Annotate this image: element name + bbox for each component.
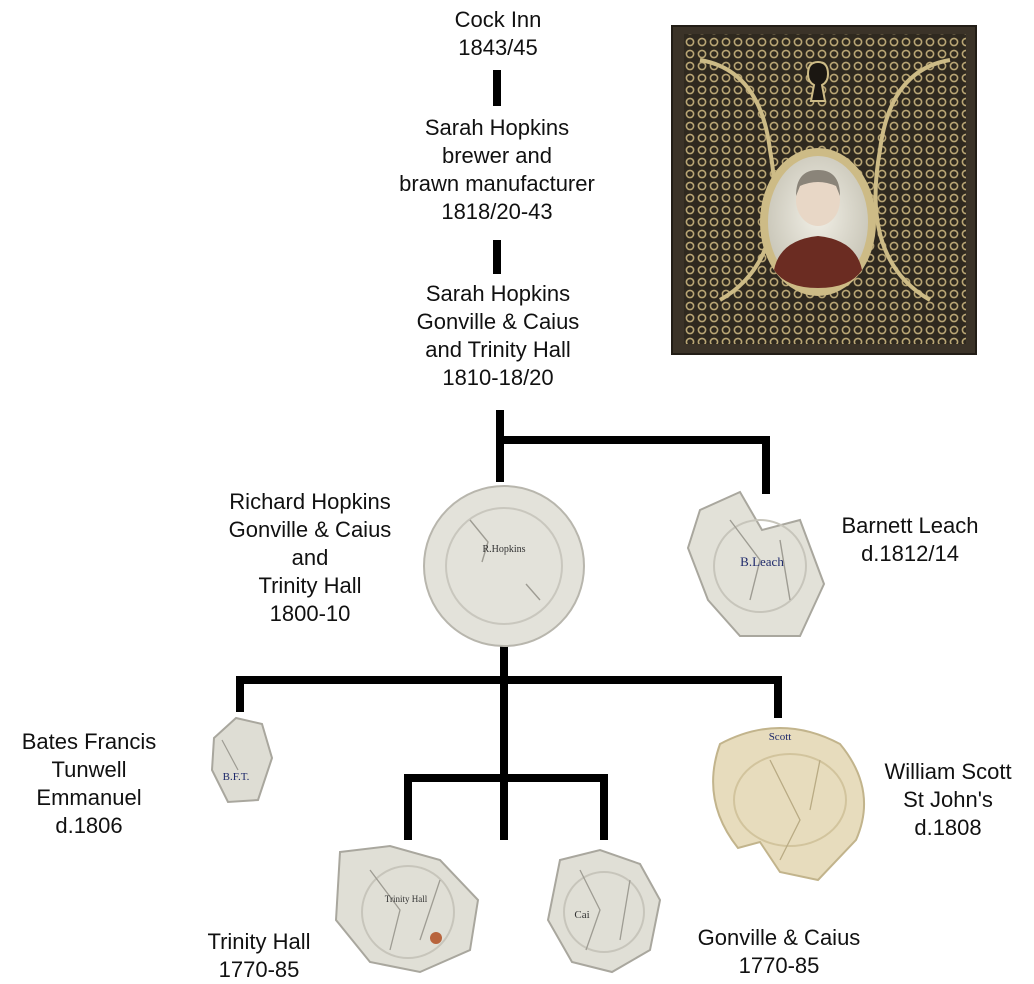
sarah-caius-college-2: and Trinity Hall [384, 336, 612, 364]
plate-mark-barnett: B.Leach [740, 554, 784, 569]
barnett-date: d.1812/14 [818, 540, 1002, 568]
richard-college-2: and [206, 544, 414, 572]
scott-college: St John's [864, 786, 1032, 814]
bates-surname: Tunwell [2, 756, 176, 784]
sarah-brewer-name: Sarah Hopkins [364, 114, 630, 142]
richard-college-3: Trinity Hall [206, 572, 414, 600]
sarah-brewer-role-2: brawn manufacturer [364, 170, 630, 198]
plate-mark-trinity: Trinity Hall [385, 894, 428, 904]
sarah-caius-college-1: Gonville & Caius [384, 308, 612, 336]
cock-inn-name: Cock Inn [415, 6, 581, 34]
caius-name: Gonville & Caius [672, 924, 886, 952]
bates-date: d.1806 [2, 812, 176, 840]
richard-name: Richard Hopkins [206, 488, 414, 516]
node-barnett-leach: Barnett Leach d.1812/14 [818, 512, 1002, 568]
plate-trinity-hall: Trinity Hall [336, 846, 478, 972]
sarah-caius-name: Sarah Hopkins [384, 280, 612, 308]
bates-college: Emmanuel [2, 784, 176, 812]
scott-name: William Scott [864, 758, 1032, 786]
plate-barnett-leach: B.Leach [688, 492, 824, 636]
node-william-scott: William Scott St John's d.1808 [864, 758, 1032, 842]
node-sarah-hopkins-caius: Sarah Hopkins Gonville & Caius and Trini… [384, 280, 612, 392]
plate-bates-francis: B.F.T. [212, 718, 272, 802]
trinity-name: Trinity Hall [186, 928, 332, 956]
node-richard-hopkins: Richard Hopkins Gonville & Caius and Tri… [206, 488, 414, 628]
bates-name: Bates Francis [2, 728, 176, 756]
node-bates-francis: Bates Francis Tunwell Emmanuel d.1806 [2, 728, 176, 840]
plate-richard-hopkins: R.Hopkins [424, 486, 584, 646]
richard-college-1: Gonville & Caius [206, 516, 414, 544]
sarah-brewer-date: 1818/20-43 [364, 198, 630, 226]
richard-date: 1800-10 [206, 600, 414, 628]
plate-gonville-caius: Cai [548, 850, 660, 972]
sarah-caius-date: 1810-18/20 [384, 364, 612, 392]
plate-mark-caius: Cai [574, 909, 589, 921]
node-cock-inn: Cock Inn 1843/45 [415, 6, 581, 62]
barnett-name: Barnett Leach [818, 512, 1002, 540]
plate-mark-scott: Scott [769, 731, 792, 743]
portrait-box-image [672, 26, 976, 354]
node-trinity-hall: Trinity Hall 1770-85 [186, 928, 332, 984]
node-sarah-hopkins-brewer: Sarah Hopkins brewer and brawn manufactu… [364, 114, 630, 226]
node-gonville-caius: Gonville & Caius 1770-85 [672, 924, 886, 980]
sarah-brewer-role-1: brewer and [364, 142, 630, 170]
caius-date: 1770-85 [672, 952, 886, 980]
plate-william-scott: Scott [713, 728, 864, 880]
cock-inn-date: 1843/45 [415, 34, 581, 62]
plate-mark-richard: R.Hopkins [482, 544, 525, 555]
plate-mark-bates: B.F.T. [223, 771, 250, 783]
scott-date: d.1808 [864, 814, 1032, 842]
